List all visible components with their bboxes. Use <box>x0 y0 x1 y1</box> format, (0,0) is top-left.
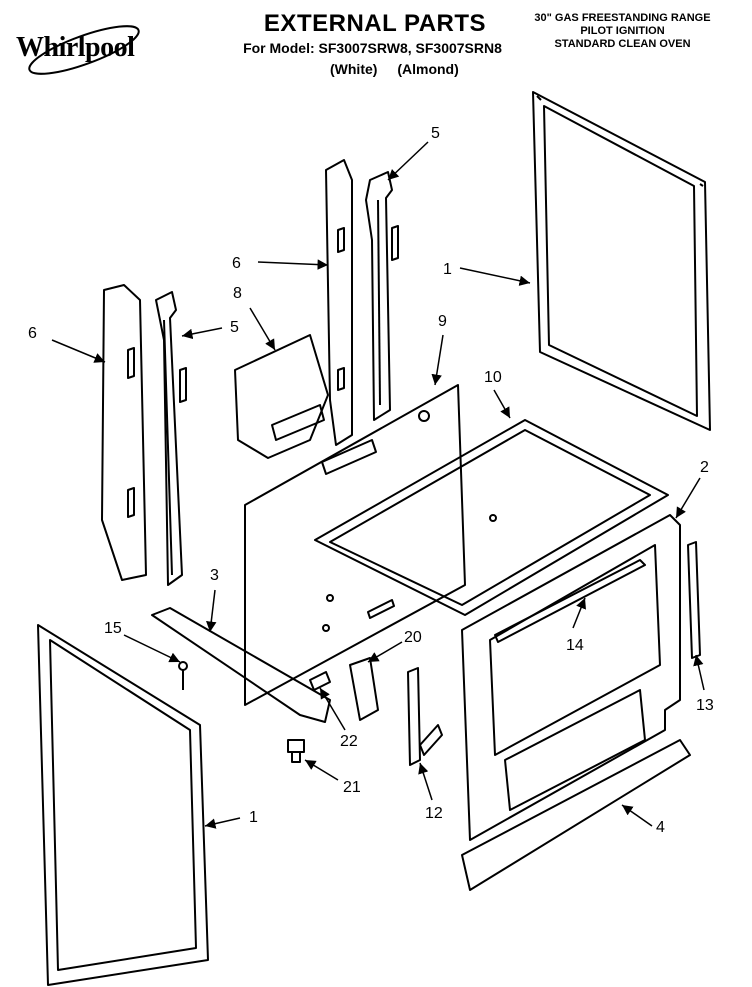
callout-6-left: 6 <box>28 325 37 342</box>
callout-13: 13 <box>696 697 714 714</box>
callout-14: 14 <box>566 637 584 654</box>
model-line: For Model: SF3007SRW8, SF3007SRN8 <box>243 40 502 56</box>
valve-bracket <box>349 657 379 721</box>
whirlpool-logo: Whirlpool <box>14 18 146 80</box>
clip <box>309 671 331 691</box>
callout-1-bottom: 1 <box>249 809 258 826</box>
kick-panel <box>461 739 691 891</box>
callout-1-top: 1 <box>443 261 452 278</box>
description-line-2: PILOT IGNITION <box>580 25 665 37</box>
callout-6-top: 6 <box>232 255 241 272</box>
vertical-trim <box>687 541 701 659</box>
front-channel-left <box>101 284 147 581</box>
base-rail <box>151 607 331 723</box>
side-panel-right <box>532 91 711 431</box>
callout-2: 2 <box>700 459 709 476</box>
callout-8: 8 <box>233 285 242 302</box>
trim-strip <box>494 559 646 643</box>
rear-upright-right <box>365 171 399 421</box>
product-description: 30" GAS FREESTANDING RANGE PILOT IGNITIO… <box>515 12 730 51</box>
page-title: EXTERNAL PARTS <box>263 10 487 37</box>
callout-9: 9 <box>438 313 447 330</box>
finish-labels: (White) (Almond) <box>330 61 475 77</box>
callout-22: 22 <box>340 733 358 750</box>
screw <box>178 661 188 690</box>
callout-21: 21 <box>343 779 361 796</box>
callout-12: 12 <box>425 805 443 822</box>
callout-5-left: 5 <box>230 319 239 336</box>
callout-10: 10 <box>484 369 502 386</box>
callout-labels: 5 6 1 8 9 6 5 10 2 3 20 15 14 13 22 21 1… <box>28 125 714 836</box>
callout-5-top: 5 <box>431 125 440 142</box>
callout-20: 20 <box>404 629 422 646</box>
cooktop-panel <box>314 419 669 616</box>
front-channel-right <box>325 159 353 446</box>
side-panel-left <box>37 624 209 986</box>
rear-upright-left <box>155 291 187 586</box>
hinge <box>407 667 443 766</box>
description-line-3: STANDARD CLEAN OVEN <box>554 38 691 50</box>
callout-3: 3 <box>210 567 219 584</box>
rear-panel <box>244 384 466 706</box>
leveling-leg <box>287 739 305 763</box>
finish-white: (White) <box>330 61 378 77</box>
burner-bracket <box>234 334 329 459</box>
callout-4: 4 <box>656 819 665 836</box>
callout-15: 15 <box>104 620 122 637</box>
description-line-1: 30" GAS FREESTANDING RANGE <box>534 12 711 24</box>
callout-arrows <box>51 141 705 829</box>
finish-almond: (Almond) <box>397 61 459 77</box>
front-frame <box>461 514 681 841</box>
brand-name: Whirlpool <box>16 32 135 63</box>
